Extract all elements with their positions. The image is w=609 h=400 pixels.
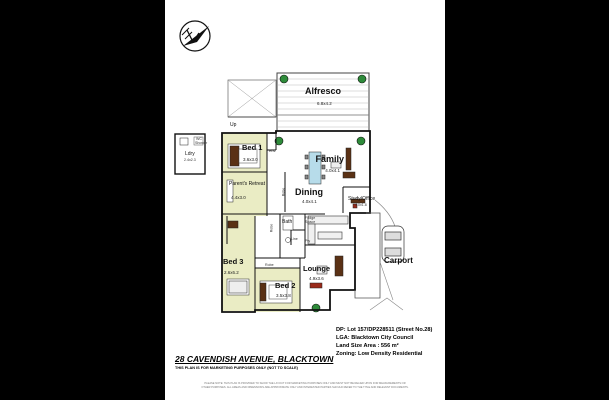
laundry-dim: 2.4x2.3 — [184, 158, 196, 162]
study-dim: 4.0x1.8 — [355, 203, 367, 207]
bed3-dim: 2.6x6.2 — [224, 270, 239, 275]
robe3-label: Robe — [269, 223, 274, 233]
kitchen — [307, 215, 349, 245]
alfresco-label: Alfresco — [305, 86, 342, 96]
property-details: DP: Lot 157/DP228511 (Street No.28) LGA:… — [336, 326, 432, 358]
up-label: Up — [230, 122, 237, 128]
robe-label: Robe — [281, 187, 286, 197]
dining-label: Dining — [295, 187, 323, 197]
carport — [354, 199, 405, 311]
lga-line: LGA: Blacktown City Council — [336, 335, 414, 342]
family-label: Family — [315, 154, 344, 164]
carport-label: Carport — [384, 256, 413, 265]
bed1-dim: 3.6x3.0 — [243, 157, 258, 162]
pantry-label: Pty — [305, 239, 311, 243]
interior-walls — [222, 133, 370, 312]
wc-label: WC — [196, 137, 202, 141]
fridge-space-label: Fridge Space — [305, 216, 316, 224]
bed3-label: Bed 3 — [223, 257, 244, 266]
laundry-label: Ldry — [185, 151, 195, 157]
furniture — [179, 137, 366, 304]
tree-icon — [274, 74, 367, 313]
bath-label: Bath — [282, 219, 293, 225]
bed1-label: Bed 1 — [242, 143, 263, 152]
parents-retreat-dim: 4.4x3.0 — [231, 195, 246, 200]
lounge-dim: 4.9x3.6 — [309, 276, 324, 281]
north-arrow-icon — [179, 20, 211, 52]
car-icon — [381, 225, 405, 263]
marketing-disclaimer: THIS PLAN IS FOR MARKETING PURPOSES ONLY… — [175, 366, 298, 370]
alfresco-dim: 6.8x4.2 — [317, 101, 332, 106]
robe2-label: Robe — [265, 263, 274, 267]
dp-line: DP: Lot 157/DP228511 (Street No.28) — [336, 327, 433, 333]
linen-label: Line — [291, 237, 298, 241]
shower-label: Shower — [195, 141, 208, 145]
floor-plan-drawing — [174, 20, 405, 313]
study-label: Study/Office — [348, 196, 376, 202]
dining-dim: 4.0x4.1 — [302, 199, 317, 204]
ensuite-label: Ens. — [269, 149, 277, 153]
bed2-dim: 3.5x3.8 — [276, 293, 291, 298]
floor-plan-sheet: Alfresco 6.8x4.2 Up Bed 1 3.6x3.0 Ens. P… — [165, 0, 445, 400]
lounge-label: Lounge — [303, 264, 331, 273]
land-size-line: Land Size Area : 556 m² — [336, 343, 399, 350]
bed2-label: Bed 2 — [275, 281, 296, 290]
alfresco-deck — [227, 72, 370, 313]
parents-retreat-label: Parent's Retreat — [229, 181, 265, 187]
property-address: 28 CAVENDISH AVENUE, BLACKTOWN — [175, 354, 334, 364]
zoning-line: Zoning: Low Density Residential — [336, 351, 423, 358]
family-dim: 4.0x4.1 — [325, 168, 340, 173]
footer-note: PLEASE NOTE: THIS PLAN IS PROVIDED TO SH… — [201, 382, 409, 389]
